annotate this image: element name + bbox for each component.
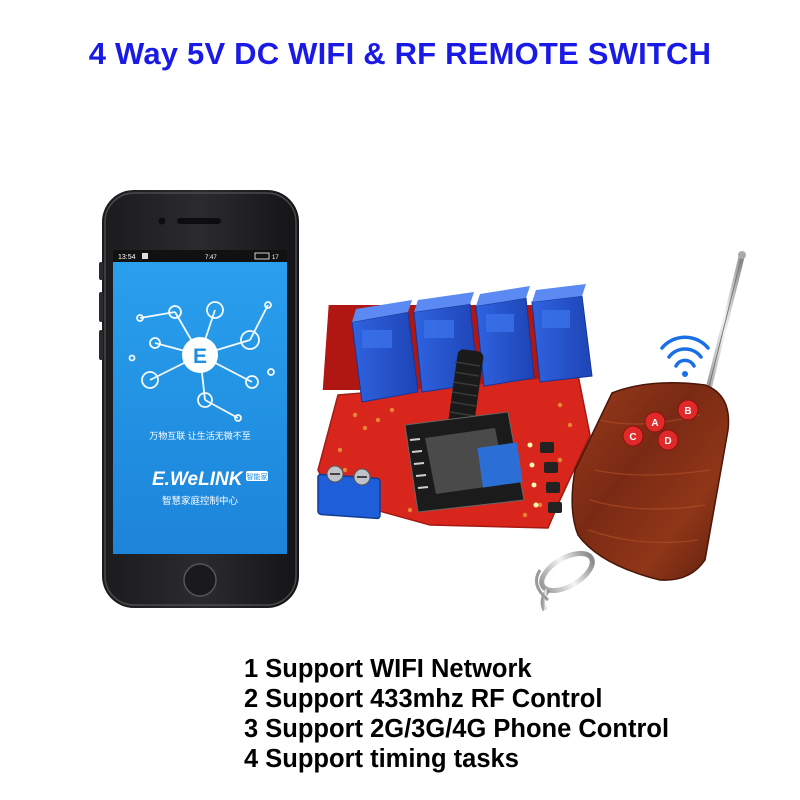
wifi-module [404, 411, 525, 513]
smartphone: 13:54 7:47 17 [99, 190, 299, 608]
center-logo-icon: E [182, 337, 218, 373]
front-camera [158, 217, 166, 225]
status-time: 13:54 [118, 254, 136, 261]
relay-4 [531, 284, 593, 383]
feature-item: 3 Support 2G/3G/4G Phone Control [244, 715, 670, 743]
terminal-block [317, 465, 381, 520]
battery-icon [254, 252, 270, 260]
feature-item: 2 Support 433mhz RF Control [244, 685, 603, 713]
remote-button-d[interactable] [657, 429, 679, 451]
svg-text:E: E [193, 345, 207, 368]
tactile-buttons [540, 442, 562, 513]
svg-text:D: D [664, 436, 671, 447]
brand-badge-background [246, 471, 268, 481]
home-button[interactable] [183, 563, 217, 597]
telescopic-antenna [704, 251, 746, 398]
status-clock: 7:47 [205, 255, 217, 261]
brand-badge: 智能家 [247, 472, 268, 481]
feature-list: 1 Support WIFI Network 2 Support 433mhz … [244, 654, 784, 774]
keyring-clip [534, 569, 549, 602]
page-title: 4 Way 5V DC WIFI & RF REMOTE SWITCH [88, 36, 712, 71]
remote-button-b[interactable] [677, 399, 699, 421]
relay-board [317, 284, 593, 529]
remote-button-a[interactable] [644, 411, 666, 433]
remote-button-c[interactable] [622, 425, 644, 447]
notification-icon [142, 253, 148, 259]
app-slogan: 万物互联 让生活无微不至 [149, 430, 251, 441]
feature-item: 1 Support WIFI Network [244, 655, 532, 683]
relay-3 [475, 286, 535, 387]
rf-remote: A B C D [534, 251, 746, 612]
svg-text:C: C [629, 432, 636, 443]
relay-1 [351, 300, 419, 403]
status-battery: 17 [272, 255, 279, 261]
app-brand: E.WeLINK [152, 469, 244, 490]
status-leds [527, 442, 539, 508]
wifi-icon [660, 335, 710, 377]
svg-text:A: A [651, 418, 658, 429]
keyring-icon [539, 550, 595, 612]
earpiece [177, 218, 221, 224]
phone-screen [113, 250, 287, 554]
svg-text:B: B [684, 406, 691, 417]
app-subtitle: 智慧家庭控制中心 [162, 495, 239, 507]
remote-buttons: A B C D [622, 399, 699, 451]
feature-item: 4 Support timing tasks [244, 745, 519, 773]
